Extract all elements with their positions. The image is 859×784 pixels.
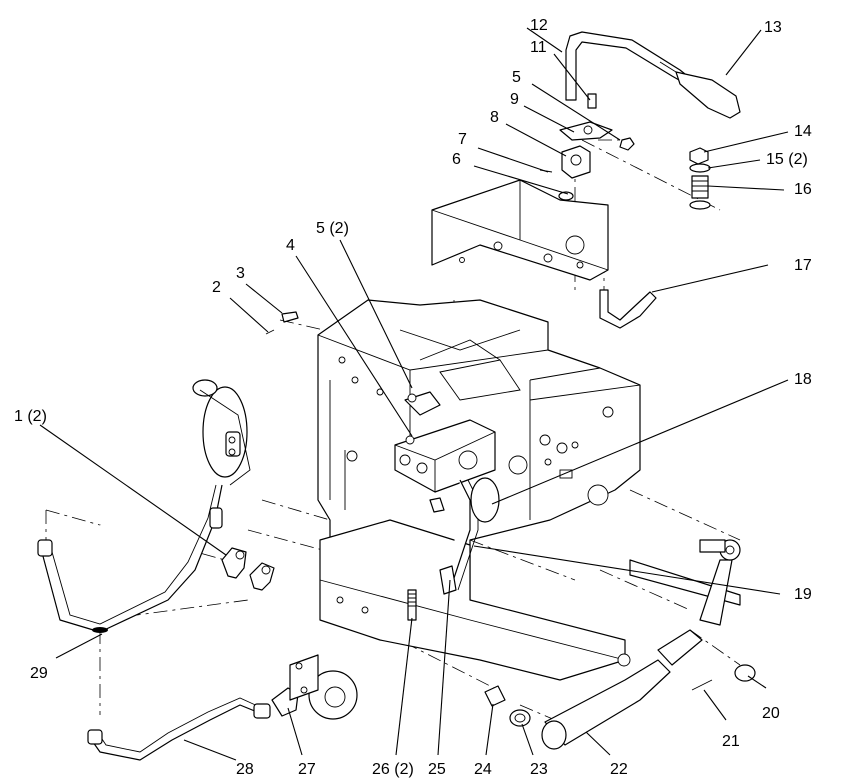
callout-5: 5	[512, 69, 521, 86]
callout-25: 25	[428, 761, 446, 778]
callout-23: 23	[530, 761, 548, 778]
pivot-hardware	[539, 93, 635, 201]
callout-27: 27	[298, 761, 316, 778]
callout-7: 7	[458, 131, 467, 148]
shift-bracket	[431, 179, 609, 281]
callout-21: 21	[722, 733, 740, 750]
long-bolt	[407, 589, 417, 621]
callout-3: 3	[236, 265, 245, 282]
elbow-fittings	[221, 547, 275, 591]
callout-5-pair: 5 (2)	[316, 220, 349, 237]
callout-8: 8	[490, 109, 499, 126]
callout-4: 4	[286, 237, 295, 254]
callout-22: 22	[610, 761, 628, 778]
callout-1: 1 (2)	[14, 408, 47, 425]
callout-20: 20	[762, 705, 780, 722]
hydraulic-hose-upper	[37, 484, 223, 633]
callout-28: 28	[236, 761, 254, 778]
callout-12: 12	[530, 17, 548, 34]
callout-14: 14	[794, 123, 812, 140]
callout-6: 6	[452, 151, 461, 168]
callout-19: 19	[794, 586, 812, 603]
hydraulic-lines-center	[429, 477, 500, 595]
callout-15: 15 (2)	[766, 151, 808, 168]
pin-parts	[265, 311, 299, 335]
callout-26: 26 (2)	[372, 761, 414, 778]
spring-hardware	[689, 147, 711, 210]
fitting-and-motor	[271, 654, 358, 720]
shift-lever	[565, 31, 741, 119]
callout-11: 11	[530, 39, 547, 56]
callout-17: 17	[794, 257, 812, 274]
callout-29: 29	[30, 665, 48, 682]
callout-13: 13	[764, 19, 782, 36]
callout-2: 2	[212, 279, 221, 296]
hydraulic-hose-lower	[87, 697, 271, 761]
callout-16: 16	[794, 181, 812, 198]
hydraulic-pump	[192, 379, 251, 486]
callout-24: 24	[474, 761, 492, 778]
hydraulic-cylinder	[541, 539, 741, 750]
shift-rod	[599, 289, 657, 329]
callout-labels: 1 (2) 2 3 4 5 5 (2) 6 7 8 9 11 12 13 14 …	[14, 17, 812, 778]
valve-block	[394, 391, 496, 493]
callout-18: 18	[794, 371, 812, 388]
leader-lines	[39, 27, 789, 761]
callout-9: 9	[510, 91, 519, 108]
